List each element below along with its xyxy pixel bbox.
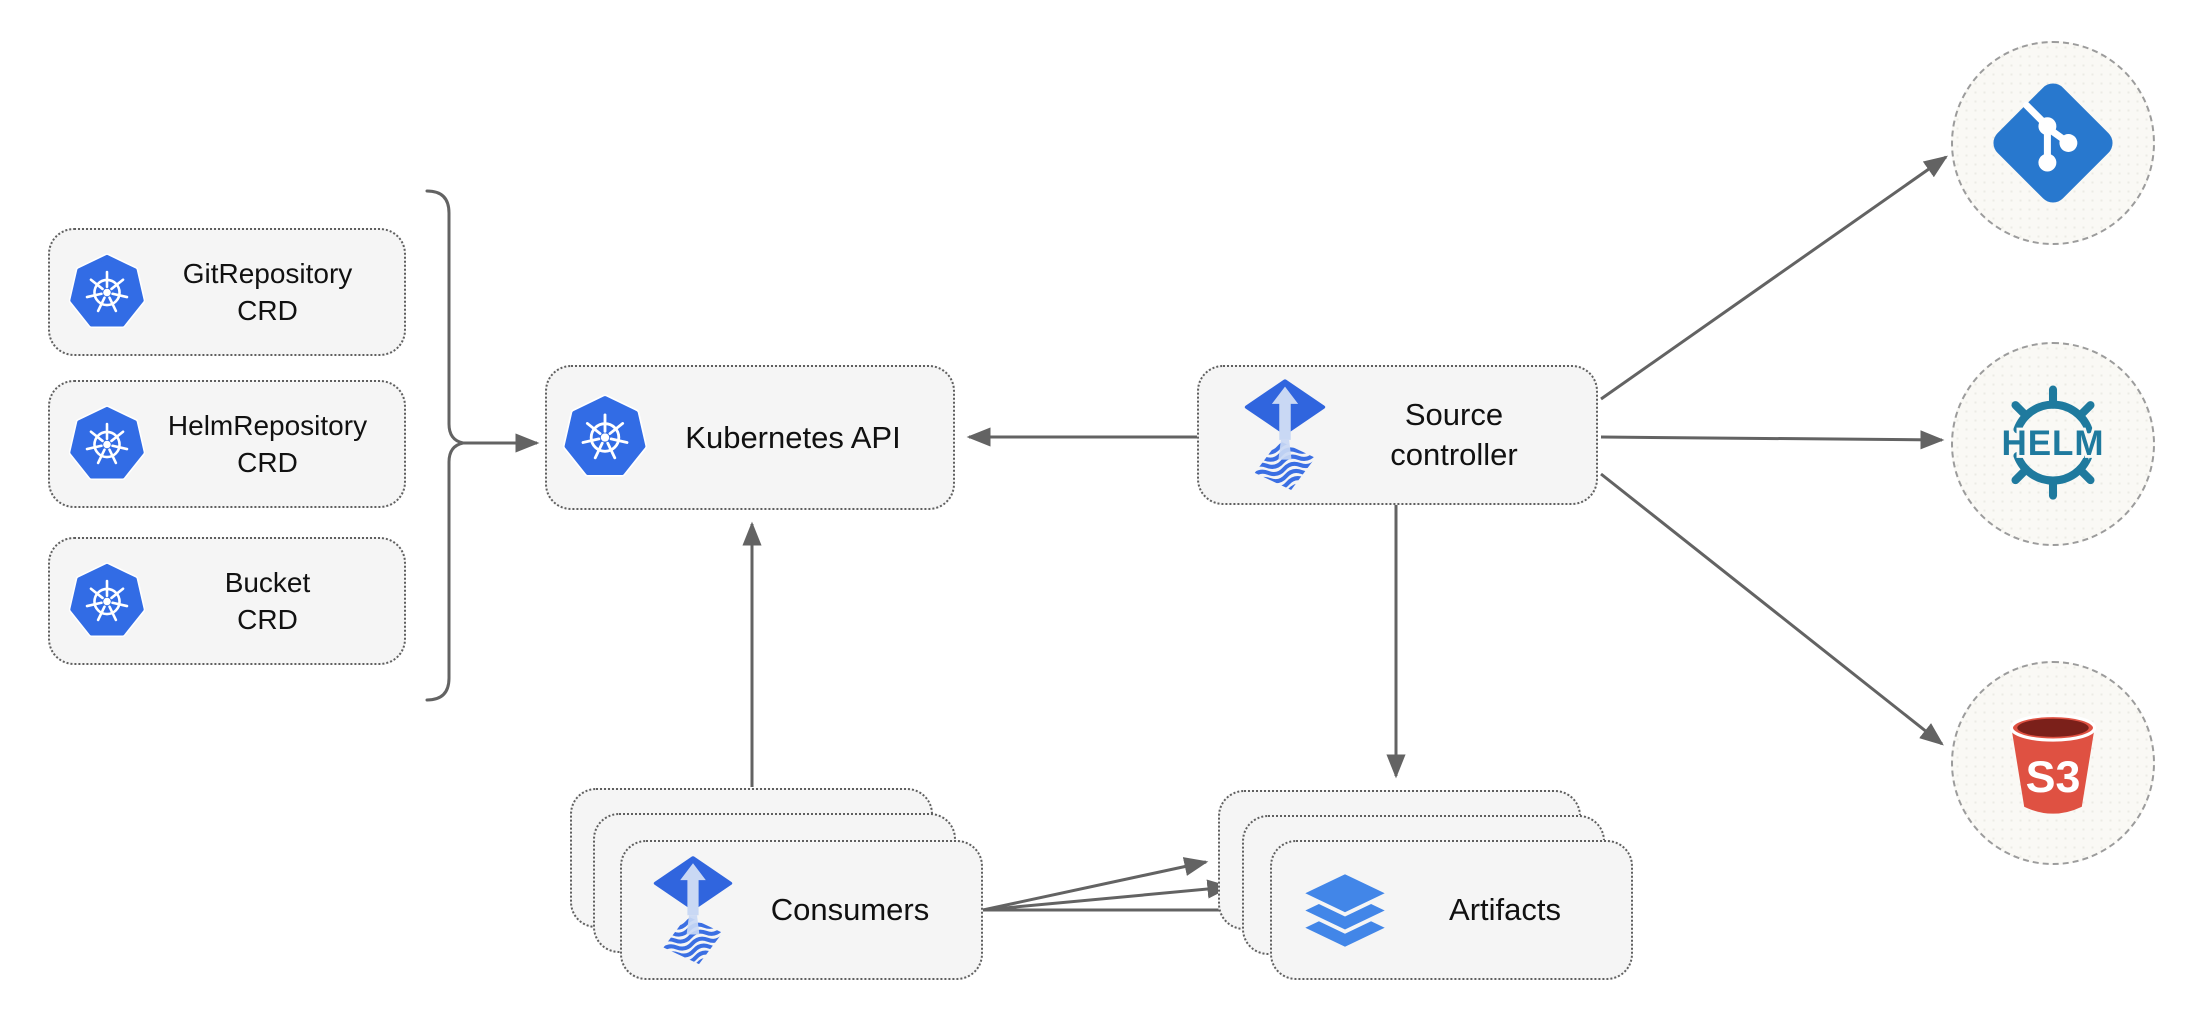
node-source-controller: Source controller	[1197, 365, 1598, 505]
node-s3-source: S3	[1951, 661, 2155, 865]
kubernetes-icon	[563, 394, 647, 481]
node-consumers: Consumers	[620, 840, 983, 980]
node-label: Source controller	[1390, 397, 1518, 472]
edge-source-controller-to-helm	[1600, 430, 1945, 450]
node-git-source	[1951, 41, 2155, 245]
helm-icon: HELM	[1999, 385, 2106, 500]
node-label: Consumers	[770, 892, 930, 927]
node-gitrepository-crd: GitRepository CRD	[48, 228, 406, 356]
flux-icon	[1244, 379, 1326, 491]
node-bucket-crd: Bucket CRD	[48, 537, 406, 665]
helm-wordmark: HELM	[2002, 423, 2105, 462]
node-label: Artifacts	[1449, 892, 1561, 927]
kubernetes-icon	[69, 253, 145, 332]
flux-icon	[653, 856, 733, 965]
node-label: Kubernetes API	[685, 419, 901, 455]
git-icon	[1993, 83, 2113, 203]
s3-wordmark: S3	[2026, 752, 2081, 802]
node-label: Bucket CRD	[224, 567, 311, 635]
node-helm-source: HELM	[1951, 342, 2155, 546]
s3-bucket-icon: S3	[2009, 713, 2097, 814]
node-label: HelmRepository CRD	[167, 410, 368, 478]
node-helmrepository-crd: HelmRepository CRD	[48, 380, 406, 508]
node-kubernetes-api: Kubernetes API	[545, 365, 955, 510]
edge-consumers-to-artifacts-2	[982, 879, 1232, 912]
edge-source-controller-to-git	[1600, 155, 1948, 401]
node-artifacts: Artifacts	[1270, 840, 1633, 980]
crd-group-bracket	[425, 189, 464, 702]
layers-icon	[1297, 869, 1393, 951]
edge-source-controller-to-s3	[1600, 472, 1944, 746]
node-label: GitRepository CRD	[182, 258, 353, 326]
edge-consumers-to-artifacts-1	[982, 857, 1209, 912]
kubernetes-icon	[69, 562, 145, 641]
kubernetes-icon	[69, 405, 145, 484]
